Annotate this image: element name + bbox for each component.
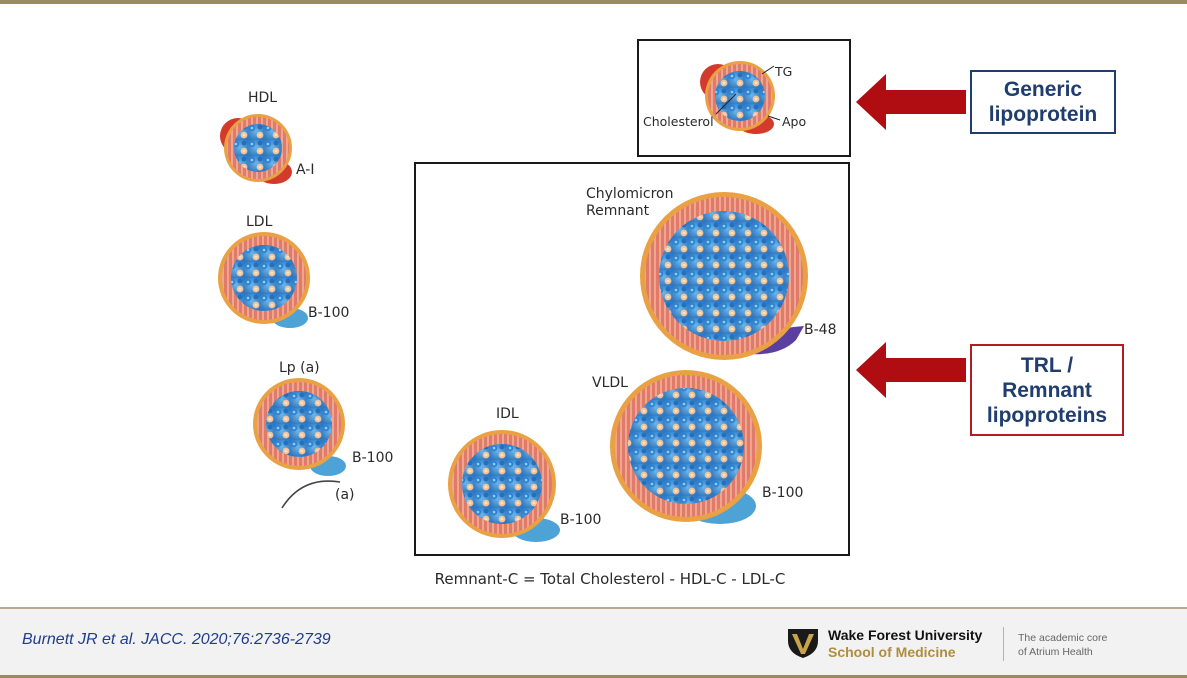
chylo-apo-label: B-48	[804, 322, 837, 338]
diagram-slide: HDL A-I LDL B-100 Lp (a) B-100 (a) TG Ch…	[0, 4, 1187, 607]
chylomicron-remnant-particle	[640, 192, 808, 360]
lpa-a-label: (a)	[335, 487, 355, 503]
lpa-apo-label: B-100	[352, 450, 394, 466]
idl-particle	[448, 430, 560, 542]
generic-callout-line-2: lipoprotein	[988, 103, 1098, 126]
generic-particle	[700, 61, 781, 134]
trl-callout-line-1: TRL /	[1020, 353, 1074, 377]
idl-label: IDL	[496, 406, 519, 422]
org-name: Wake Forest University	[828, 627, 983, 643]
top-rule	[0, 0, 1187, 4]
apo-a-strand	[281, 480, 341, 509]
lpa-label: Lp (a)	[279, 360, 320, 376]
hdl-apo-label: A-I	[296, 162, 315, 178]
generic-tg-label: TG	[775, 64, 793, 79]
wake-forest-shield-icon	[788, 629, 818, 658]
trl-callout-line-2: Remnant	[1002, 378, 1092, 402]
footer: Burnett JR et al. JACC. 2020;76:2736-273…	[0, 607, 1187, 678]
chylo-label-1: Chylomicron	[586, 186, 674, 202]
citation: Burnett JR et al. JACC. 2020;76:2736-273…	[22, 631, 331, 648]
ldl-apo-label: B-100	[308, 305, 350, 321]
chylo-label-2: Remnant	[586, 203, 650, 219]
vldl-label: VLDL	[592, 375, 628, 391]
remnant-formula: Remnant-C = Total Cholesterol - HDL-C - …	[434, 570, 786, 588]
trl-arrow	[856, 342, 966, 398]
generic-cholesterol-label: Cholesterol	[643, 114, 714, 129]
generic-arrow	[856, 74, 966, 130]
hdl-label: HDL	[248, 90, 278, 106]
footer-divider	[1003, 627, 1004, 661]
hdl-particle	[220, 114, 292, 184]
lpa-particle	[253, 378, 346, 509]
generic-lipoprotein-box	[637, 39, 851, 157]
trl-box	[414, 162, 850, 556]
bottom-rule	[0, 675, 1187, 678]
vldl-particle	[610, 370, 762, 524]
tagline-line-1: The academic core	[1018, 632, 1108, 644]
trl-callout-line-3: lipoproteins	[986, 403, 1108, 427]
tagline-line-2: of Atrium Health	[1018, 646, 1093, 658]
generic-lipoprotein-callout: Generic lipoprotein	[970, 70, 1116, 134]
vldl-apo-label: B-100	[762, 485, 804, 501]
ldl-particle	[218, 232, 310, 328]
generic-callout-line-1: Generic	[1003, 78, 1083, 101]
trl-remnant-callout: TRL / Remnant lipoproteins	[970, 344, 1124, 436]
idl-apo-label: B-100	[560, 512, 602, 528]
ldl-label: LDL	[246, 214, 273, 230]
org-school: School of Medicine	[828, 644, 956, 660]
generic-apo-label: Apo	[782, 114, 807, 129]
